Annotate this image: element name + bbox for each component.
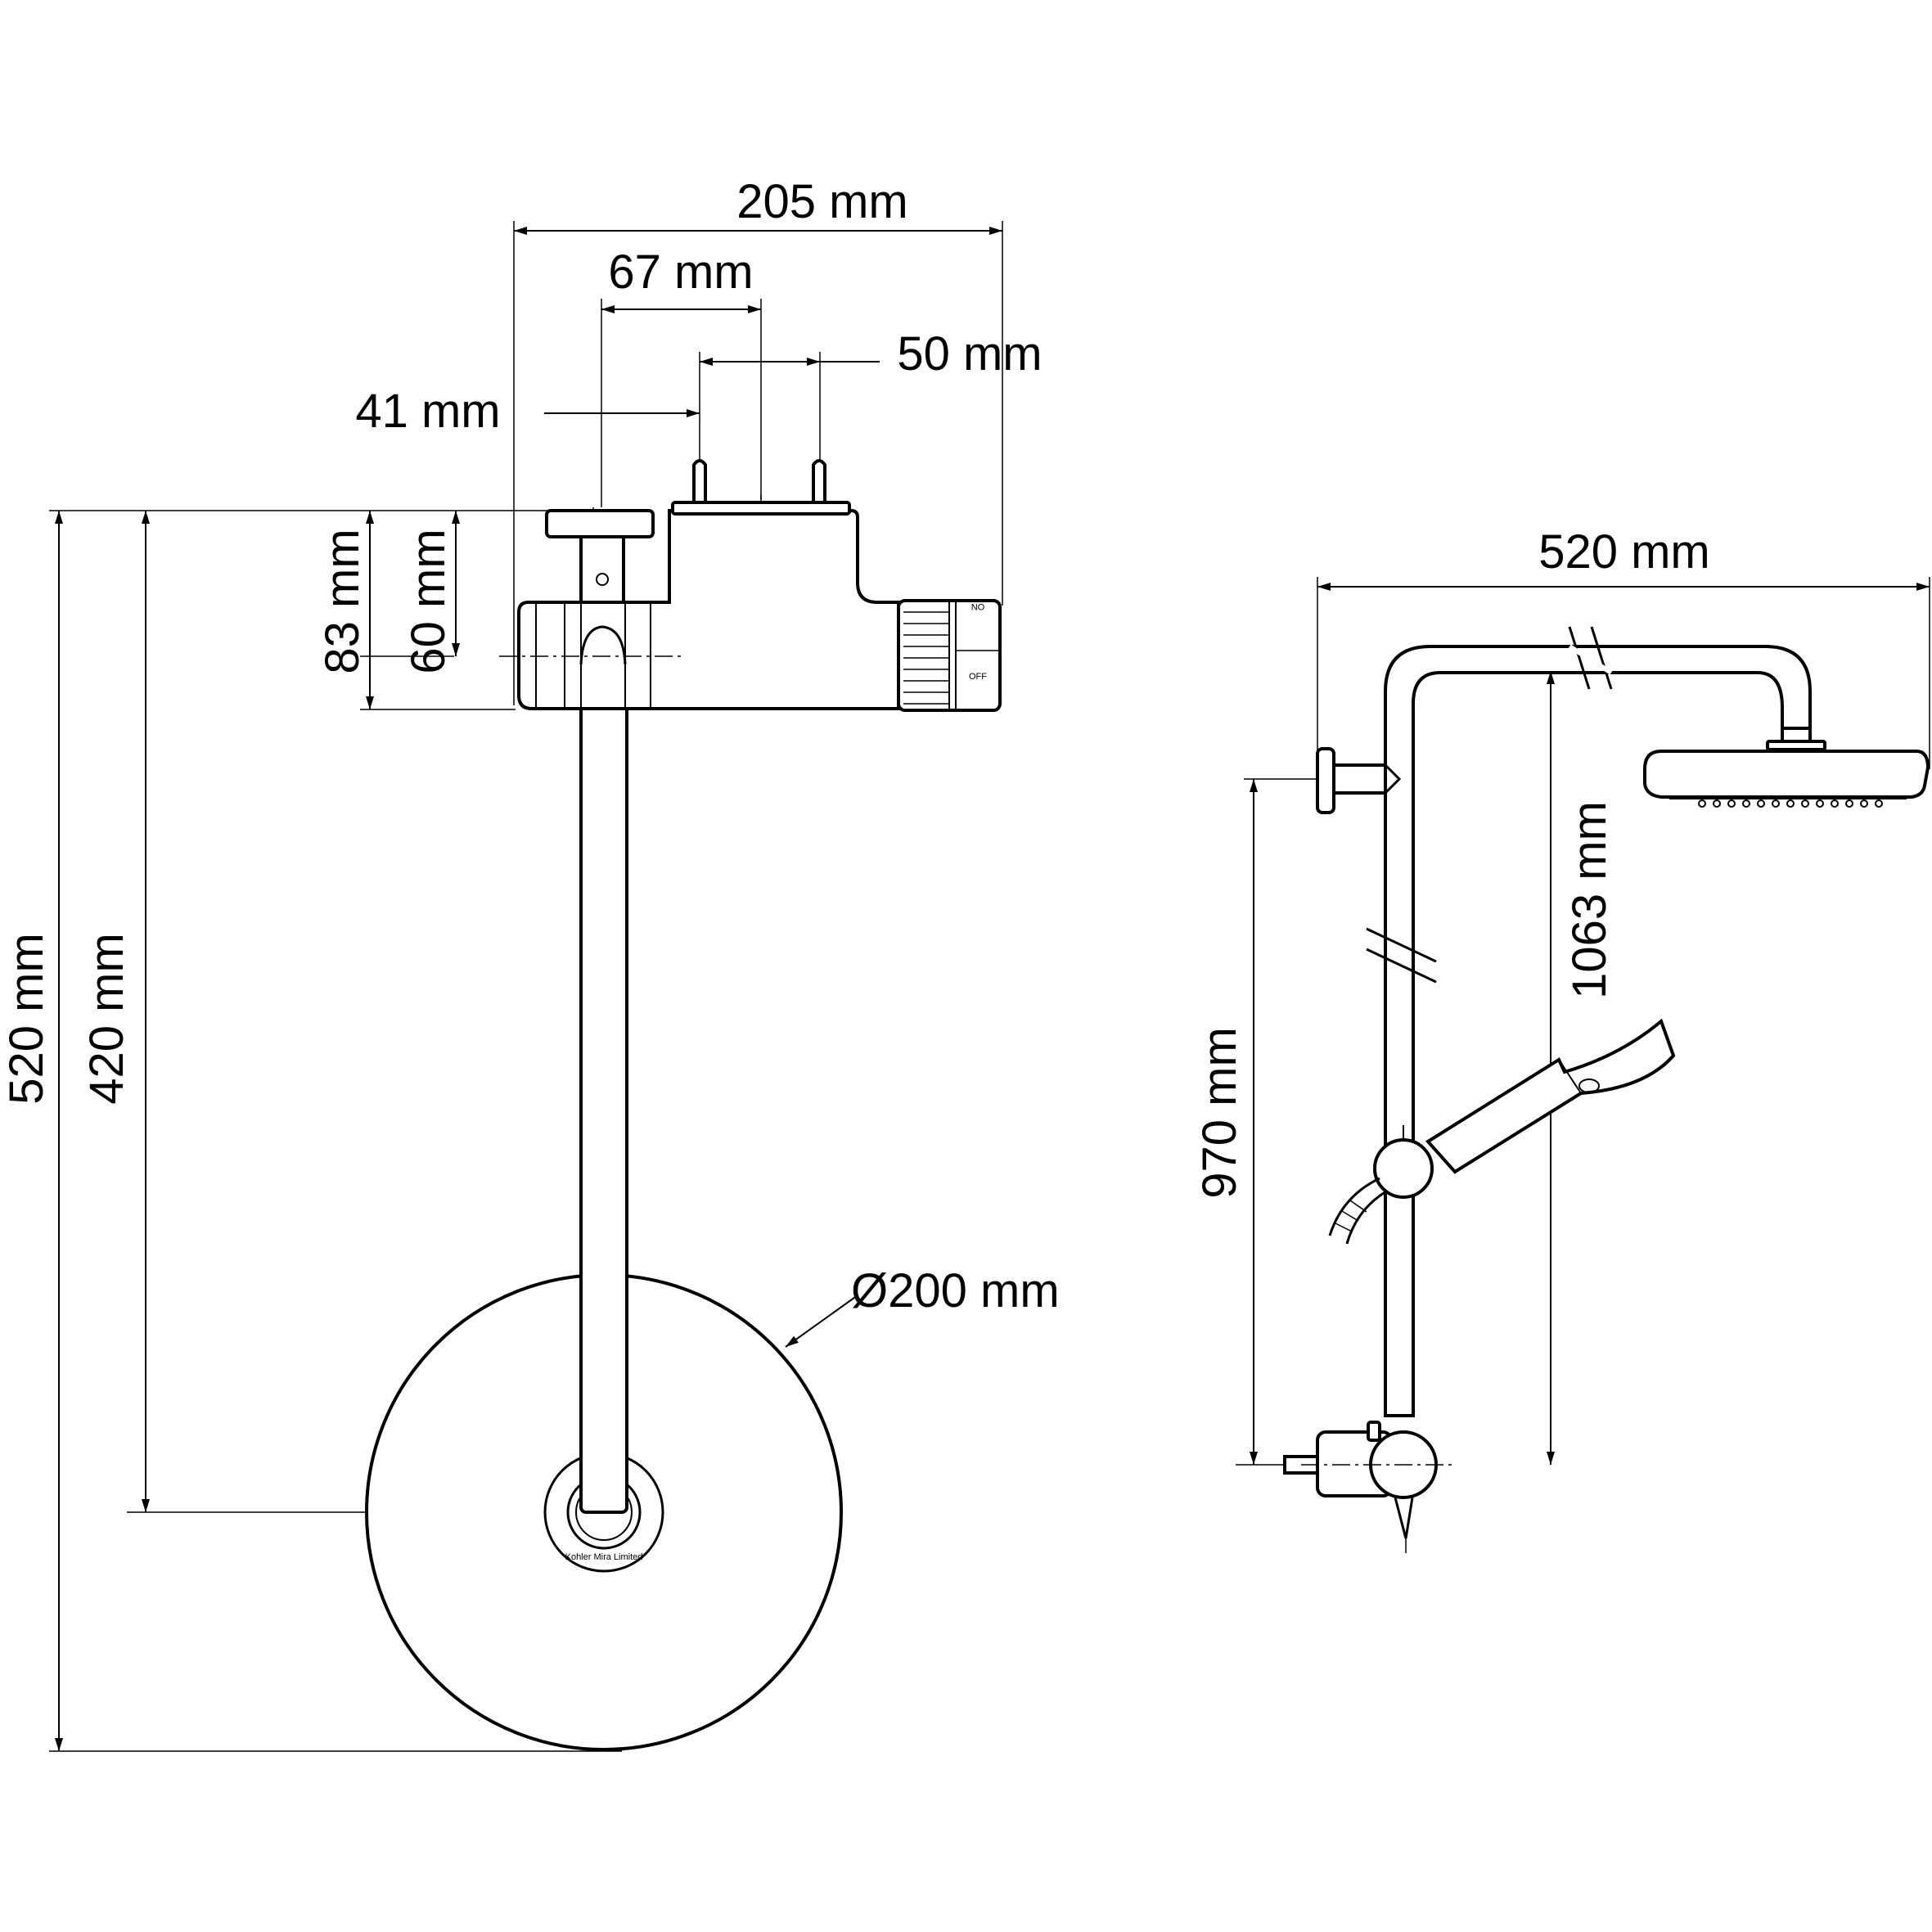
overhead-nozzles [1698, 799, 1883, 808]
wall-bracket-top-arm [1332, 763, 1387, 795]
side-dimension-lines [1250, 583, 1930, 1465]
overhead-collar [1766, 740, 1826, 751]
flange-badge-text: Kohler Mira Limited [565, 1552, 643, 1562]
stem-screw-icon [596, 573, 609, 586]
knob-off-label: OFF [969, 672, 987, 682]
hand-shower-button [1578, 1079, 1600, 1093]
dim-label-50: 50 mm [897, 327, 1042, 381]
inlet-plate [671, 501, 851, 516]
knob-grip-ribs [903, 611, 949, 705]
valve-body [517, 509, 900, 710]
dim-label-60: 60 mm [402, 529, 455, 673]
knob-on-label: ON [971, 601, 985, 611]
overhead-shower-head [1643, 750, 1930, 799]
dim-label-diameter-200: Ø200 mm [851, 1264, 1060, 1317]
dim-label-205: 205 mm [736, 175, 908, 228]
dim-label-520-height: 520 mm [0, 933, 53, 1105]
side-dim-label-970: 970 mm [1193, 1027, 1246, 1199]
front-dimension-lines [55, 227, 1002, 1751]
shower-arm [579, 620, 628, 1514]
side-extension-lines [1236, 577, 1930, 1466]
wall-bracket-top-plate [1316, 747, 1335, 814]
inlet-right-post [812, 459, 826, 504]
handset-slider [1373, 1138, 1434, 1199]
dim-label-83: 83 mm [316, 529, 369, 673]
side-view: 520 mm 1063 mm 970 mm [1193, 525, 1930, 1553]
side-dim-label-1063: 1063 mm [1563, 801, 1616, 999]
front-view: Kohler Mira Limited [0, 175, 1060, 1752]
shower-hose [1328, 1177, 1387, 1245]
riser-top-cap [545, 509, 655, 538]
inlet-left-post [692, 459, 707, 504]
dim-label-67: 67 mm [608, 245, 753, 299]
dim-label-41: 41 mm [355, 385, 500, 438]
dim-label-420: 420 mm [80, 933, 133, 1105]
side-dim-label-520: 520 mm [1538, 525, 1710, 579]
rail-break-marks [1366, 626, 1613, 984]
